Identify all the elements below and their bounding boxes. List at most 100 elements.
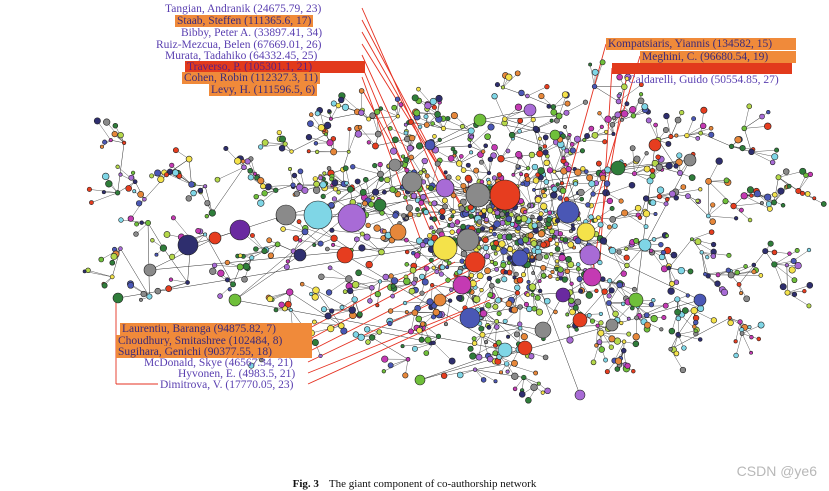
network-node	[557, 231, 564, 237]
network-node	[708, 125, 714, 131]
network-node	[381, 189, 387, 195]
network-node	[615, 98, 622, 105]
network-node	[762, 248, 769, 255]
network-edge	[330, 99, 342, 119]
network-edge	[686, 118, 694, 136]
network-node	[475, 353, 483, 361]
network-node	[492, 343, 498, 348]
network-node	[505, 369, 510, 374]
network-node	[663, 112, 670, 120]
network-node	[415, 237, 423, 245]
network-node	[105, 180, 113, 188]
network-node	[531, 271, 536, 275]
network-node	[380, 235, 386, 241]
network-node	[223, 145, 229, 151]
network-node	[595, 323, 600, 328]
network-node	[616, 249, 622, 255]
network-node	[164, 172, 169, 178]
network-edge	[566, 199, 588, 206]
network-edge	[411, 157, 421, 173]
network-node	[574, 327, 579, 332]
network-node	[699, 250, 704, 255]
network-node	[774, 147, 780, 153]
network-node	[530, 214, 535, 220]
network-node	[469, 150, 474, 155]
network-edge	[612, 250, 624, 274]
network-node	[606, 191, 611, 196]
network-node	[364, 326, 371, 333]
network-node	[783, 168, 790, 175]
network-edge	[149, 239, 469, 271]
network-node	[530, 292, 535, 297]
network-node	[459, 124, 465, 129]
network-node	[475, 228, 482, 234]
network-node	[89, 200, 94, 205]
network-node	[253, 193, 259, 200]
network-node	[431, 104, 437, 110]
network-node	[790, 258, 797, 265]
network-node	[693, 319, 699, 326]
network-node	[561, 156, 566, 160]
network-node	[511, 372, 519, 380]
network-node	[710, 253, 717, 259]
network-node	[523, 301, 529, 307]
network-node	[109, 259, 116, 266]
network-node	[547, 237, 553, 243]
network-node	[472, 367, 478, 372]
network-node	[165, 285, 173, 292]
network-node	[543, 179, 550, 185]
network-edge	[500, 158, 529, 169]
network-node	[591, 131, 599, 139]
network-node	[247, 174, 254, 181]
network-node	[421, 168, 426, 172]
network-edge	[738, 250, 766, 285]
network-node	[471, 336, 477, 342]
network-node	[390, 277, 399, 285]
network-edge	[252, 235, 265, 252]
network-node	[357, 125, 363, 130]
network-edge	[636, 299, 678, 319]
network-edge	[670, 135, 687, 137]
network-node	[103, 118, 111, 126]
network-node	[679, 366, 687, 374]
network-edge	[110, 139, 125, 144]
network-node	[756, 336, 761, 342]
network-node	[260, 183, 266, 190]
network-edge	[432, 145, 470, 148]
network-edge	[289, 291, 342, 326]
network-node	[515, 164, 520, 169]
network-edge	[545, 227, 558, 245]
network-node	[434, 160, 441, 167]
network-node	[643, 312, 650, 319]
network-edge	[390, 310, 415, 313]
network-node	[585, 291, 593, 299]
network-edge	[774, 264, 795, 281]
network-node	[521, 272, 527, 278]
network-node	[620, 117, 624, 122]
network-node	[111, 130, 118, 138]
network-node	[331, 242, 336, 247]
network-node	[653, 122, 658, 128]
network-node	[290, 182, 296, 188]
network-node	[330, 234, 338, 242]
network-node	[460, 182, 467, 189]
network-node	[554, 241, 560, 247]
network-node	[739, 145, 746, 152]
network-edge	[101, 248, 121, 260]
network-node	[687, 268, 694, 275]
network-node	[431, 340, 436, 346]
network-node	[363, 233, 371, 241]
network-node	[663, 201, 669, 207]
network-node	[619, 320, 624, 326]
network-node	[403, 122, 408, 127]
network-node	[353, 236, 360, 243]
network-edge	[526, 183, 532, 206]
network-node	[574, 135, 581, 143]
network-edge	[345, 168, 351, 190]
network-node	[549, 118, 554, 123]
network-node	[767, 240, 774, 247]
network-edge	[435, 149, 460, 164]
network-node	[734, 269, 740, 276]
network-node	[664, 233, 670, 238]
network-node	[736, 282, 742, 287]
